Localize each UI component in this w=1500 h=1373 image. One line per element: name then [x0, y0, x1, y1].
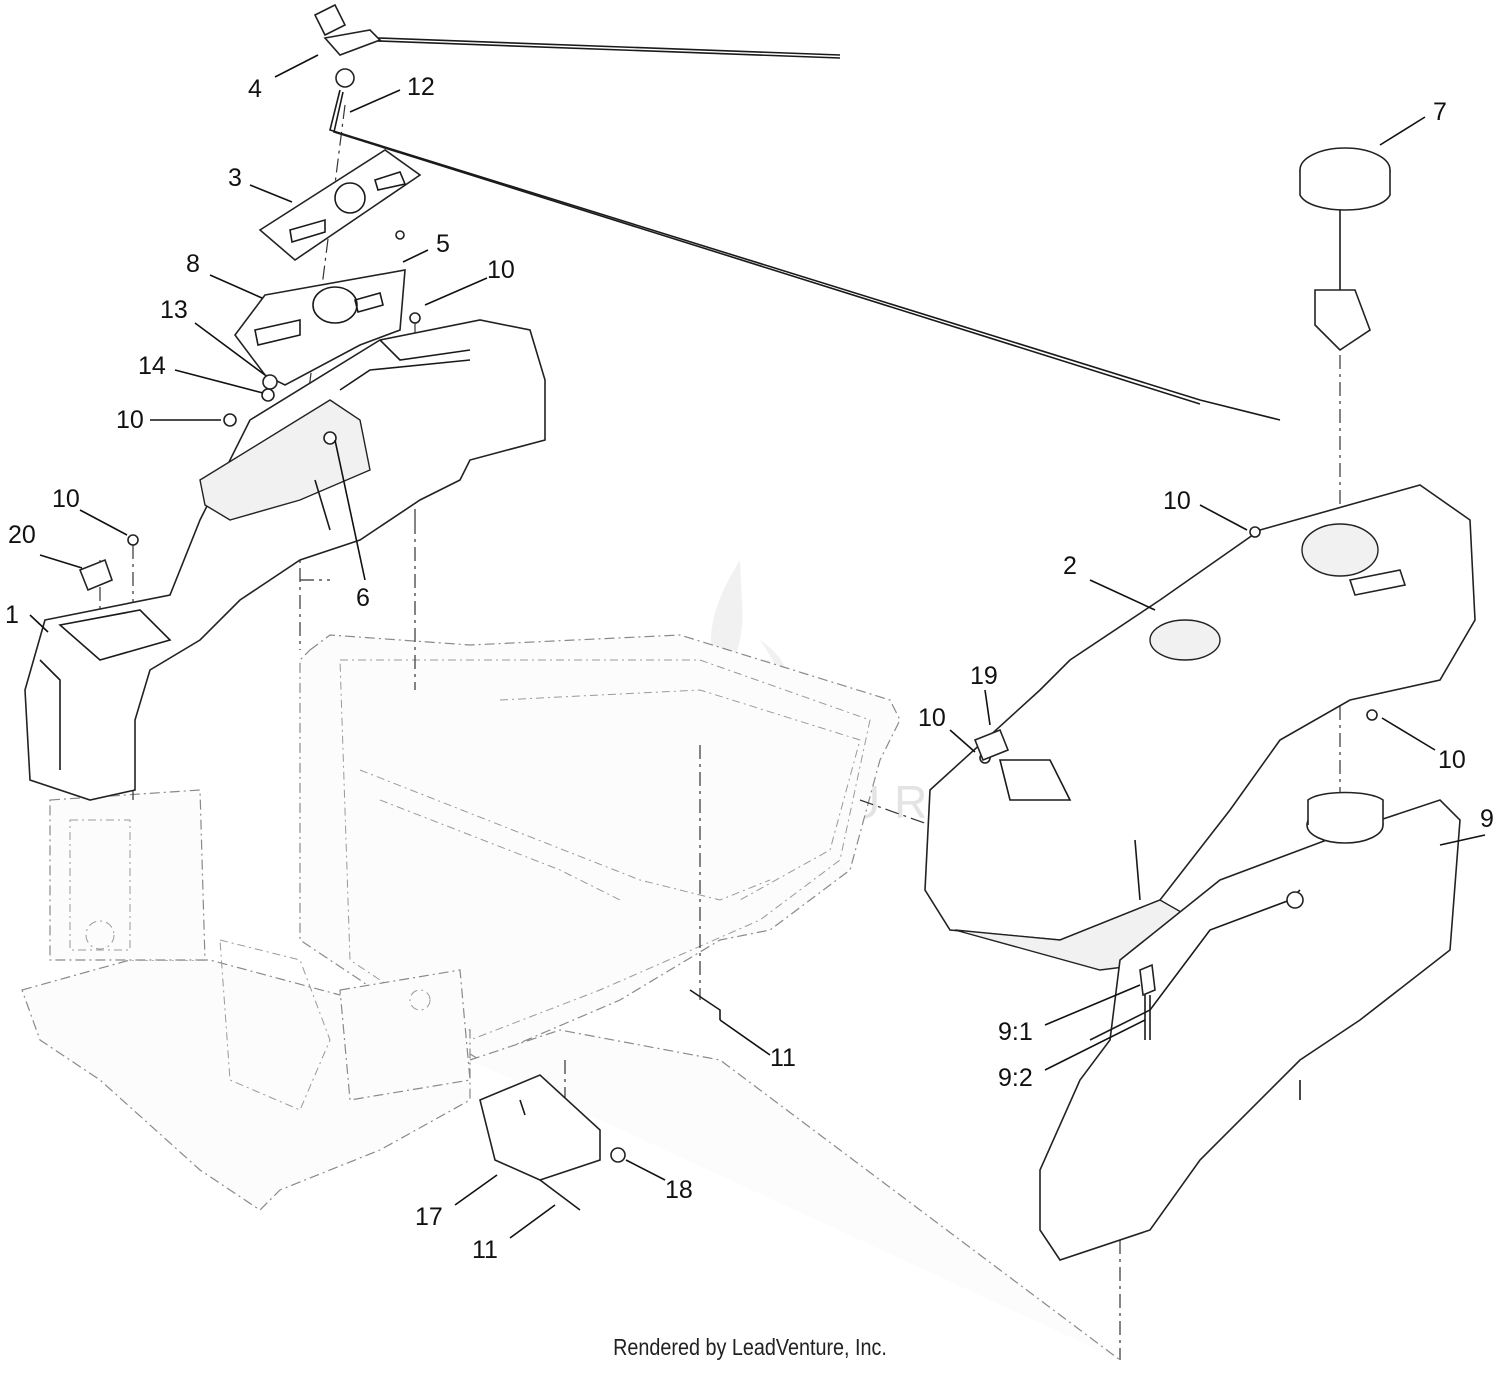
callout-12: 12	[407, 73, 435, 101]
hardware	[78, 230, 1378, 764]
callout-4: 4	[248, 75, 262, 103]
callout-10-right: 10	[1163, 487, 1191, 515]
callout-10-console: 10	[487, 256, 515, 284]
callout-9-2: 9:2	[998, 1064, 1033, 1092]
callout-10-left: 10	[116, 406, 144, 434]
decal-plate	[258, 149, 422, 262]
callout-labels: 4 12 3 8 5 10 13 14 10 10 20 1 6 7 10 2 …	[5, 73, 1494, 1264]
leader-lines	[29, 54, 1486, 1239]
fuel-cap	[1299, 147, 1391, 352]
callout-9-1: 9:1	[998, 1018, 1033, 1046]
footer-credit: Rendered by LeadVenture, Inc.	[613, 1334, 887, 1360]
callout-19: 19	[970, 662, 998, 690]
left-fender-pod	[24, 319, 546, 801]
callout-14: 14	[138, 352, 166, 380]
console-panel	[234, 269, 406, 386]
callout-10-decal: 10	[918, 704, 946, 732]
callout-18: 18	[665, 1176, 693, 1204]
callout-13: 13	[160, 296, 188, 324]
callout-10-side: 10	[1438, 746, 1466, 774]
chassis-frame	[21, 634, 1121, 1361]
bracket	[479, 989, 721, 1211]
throttle-control	[313, 3, 1281, 421]
callout-5: 5	[436, 230, 450, 258]
fuel-fitting	[1139, 963, 1156, 1040]
callout-11-bracket: 11	[472, 1236, 498, 1264]
callout-20: 20	[8, 521, 36, 549]
callout-6: 6	[356, 584, 370, 612]
callout-8: 8	[186, 250, 200, 278]
callout-2: 2	[1063, 552, 1077, 580]
callout-17: 17	[415, 1203, 443, 1231]
callout-1: 1	[5, 601, 19, 629]
fuel-tank	[1039, 791, 1461, 1261]
callout-7: 7	[1433, 98, 1447, 126]
callout-9: 9	[1480, 805, 1494, 833]
callout-11-frame: 11	[770, 1044, 796, 1072]
callout-3: 3	[228, 164, 242, 192]
callout-10-pod: 10	[52, 485, 80, 513]
